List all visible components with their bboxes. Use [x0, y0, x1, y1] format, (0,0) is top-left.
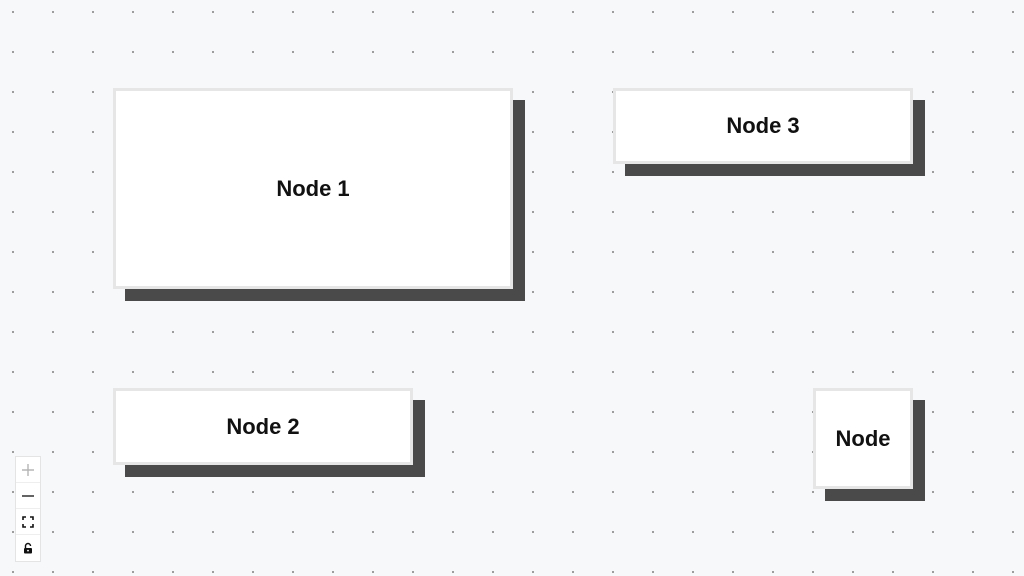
lock-button[interactable]: [16, 535, 40, 561]
canvas-controls: [15, 456, 41, 562]
fit-view-button[interactable]: [16, 509, 40, 535]
node-label: Node 1: [276, 175, 350, 201]
zoom-out-button[interactable]: [16, 483, 40, 509]
node-label: Node: [835, 425, 891, 451]
plus-icon: [22, 463, 34, 476]
minus-icon: [22, 494, 34, 497]
node-1[interactable]: Node 1: [113, 88, 513, 289]
node-label: Node 3: [726, 113, 800, 138]
node-3[interactable]: Node 3: [613, 88, 913, 164]
lock-icon: [24, 542, 32, 554]
zoom-in-button[interactable]: [16, 457, 40, 483]
node-2[interactable]: Node 2: [113, 388, 413, 465]
fit-view-icon: [22, 515, 34, 528]
node-4[interactable]: Node: [813, 388, 913, 489]
node-label: Node 2: [226, 413, 300, 439]
